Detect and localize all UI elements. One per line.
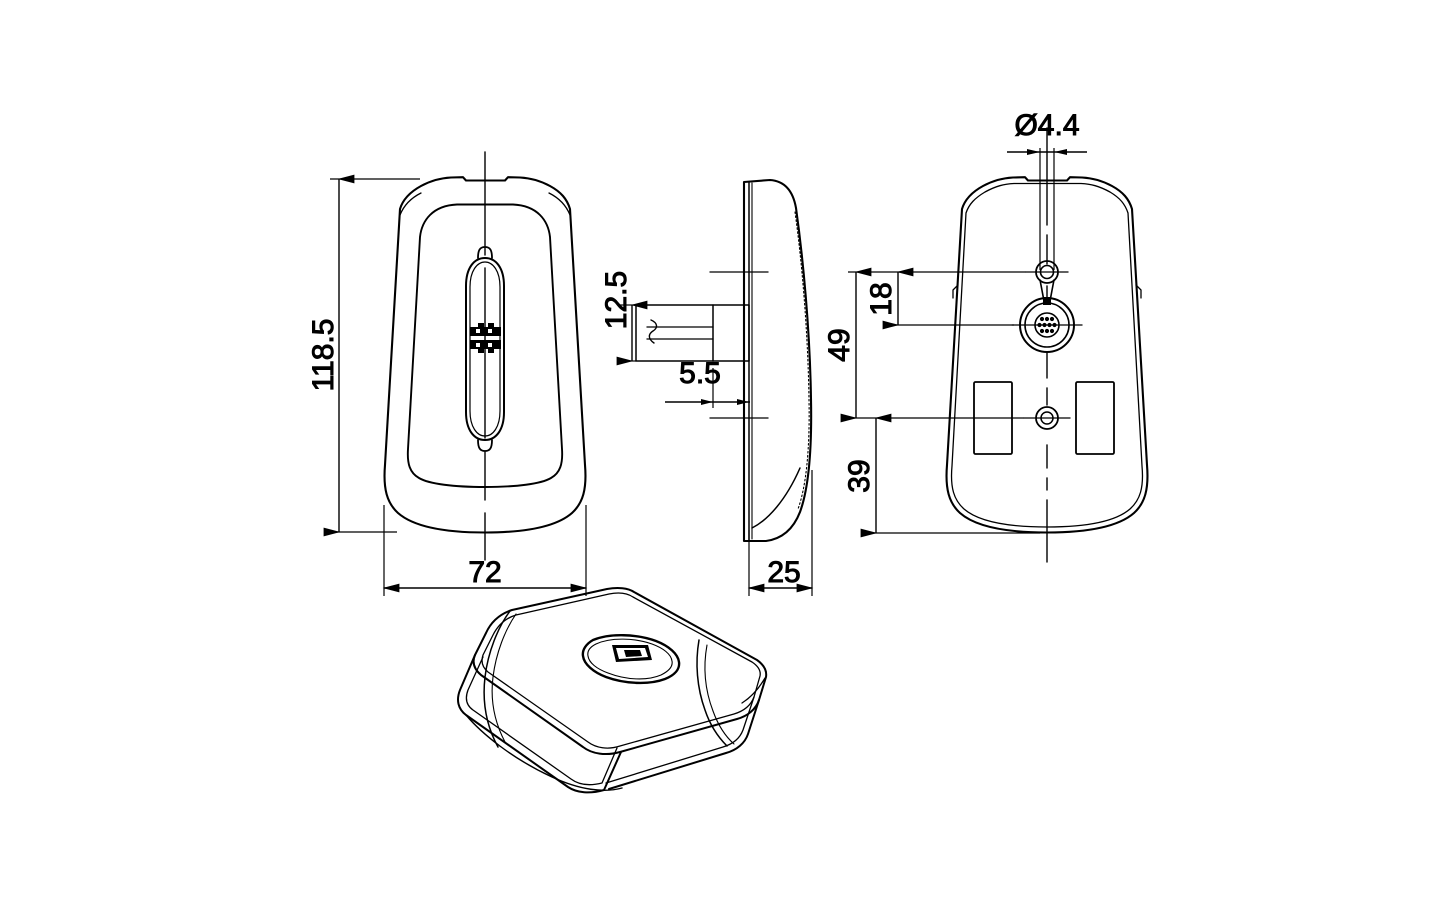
dim-arrow-55-right (737, 399, 749, 405)
front-view-lens-window (465, 257, 505, 441)
dim-label-18: 18 (865, 282, 898, 315)
side-view-inner-tangent (794, 211, 810, 510)
iso-front-face-offset (465, 656, 618, 786)
keyhole-slot-notch (1043, 297, 1051, 305)
front-view (383, 151, 587, 561)
rear-view-notch-left (952, 284, 959, 299)
iso-logo-mark-icon (612, 645, 652, 662)
side-view-outline (742, 178, 813, 543)
iso-top-face-offset (481, 592, 761, 749)
dim-label-d44: Ø4.4 (1014, 109, 1079, 142)
iso-seam-front-left (483, 610, 511, 748)
front-view-lens-bottom-tab (477, 439, 493, 452)
iso-seam-right-b (704, 644, 735, 745)
isometric-view (457, 587, 768, 794)
iso-lens-window-inner (587, 638, 673, 680)
dim-label-125: 12.5 (600, 271, 633, 329)
dim-label-55: 5.5 (679, 357, 721, 390)
rear-view-inner-offset (950, 182, 1144, 528)
front-view-recess-panel (406, 203, 564, 488)
side-view-dimensions: 12.5 5.5 25 (600, 270, 814, 596)
side-view (635, 178, 813, 543)
front-view-outer-outline (383, 176, 587, 534)
rect-slot-right (1075, 381, 1115, 455)
dim-arrow-55-left (701, 399, 713, 405)
rear-view (945, 127, 1149, 563)
dim-label-118: 118.5 (307, 319, 340, 392)
dim-label-25: 25 (767, 556, 800, 589)
iso-seam-front-left-2 (491, 613, 517, 743)
dim-arrow-d44-left (1027, 149, 1040, 155)
rear-view-outer-outline (945, 176, 1149, 534)
dim-arrow-d44-right (1054, 149, 1067, 155)
iso-seam-right-a (696, 639, 728, 747)
iso-lens-window (581, 634, 681, 685)
front-view-outer-offset (399, 192, 571, 216)
iso-right-face (608, 699, 760, 790)
iso-front-face (457, 654, 622, 794)
iso-right-face-offset (605, 696, 755, 784)
dim-label-49: 49 (823, 328, 856, 361)
dim-label-39: 39 (843, 459, 876, 492)
dim-label-72: 72 (468, 556, 501, 589)
connector-pins-icon (1037, 316, 1057, 334)
rear-view-dimensions: 18 49 39 (823, 267, 1040, 538)
iso-seam-far-corner (741, 677, 766, 704)
cable-gland-break-symbol (648, 319, 658, 344)
side-view-lower-break (751, 467, 801, 529)
front-view-lens-window-inner (469, 261, 501, 437)
front-view-lens-top-tab (477, 246, 493, 259)
logo-mark-icon (470, 323, 501, 353)
rear-view-notch-right (1135, 284, 1142, 299)
hole-diameter-dimension: Ø4.4 (1007, 109, 1087, 270)
iso-bottom-edge (465, 714, 623, 791)
front-view-dimensions: 118.5 72 (307, 174, 588, 596)
